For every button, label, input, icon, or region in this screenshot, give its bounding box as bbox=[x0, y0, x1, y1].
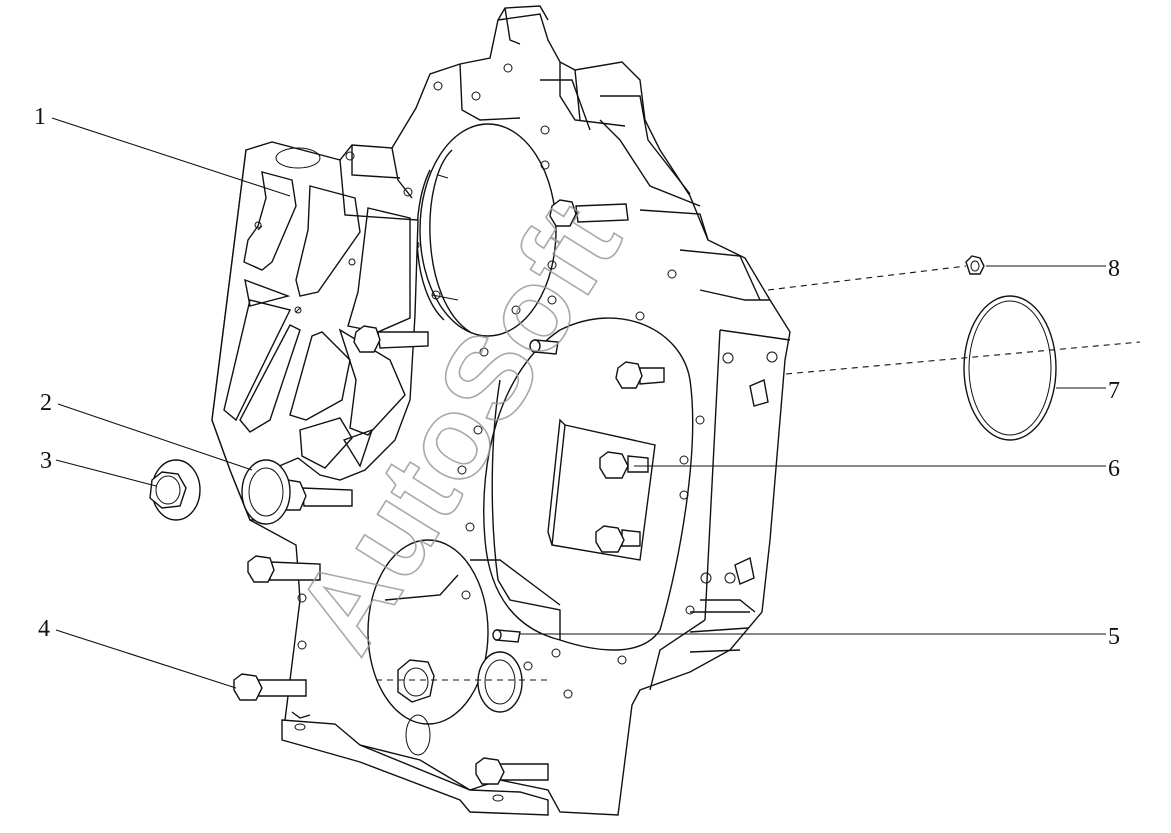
callout-5: 5 bbox=[1108, 624, 1120, 650]
callout-8: 8 bbox=[1108, 256, 1120, 282]
gear-housing bbox=[211, 5, 791, 816]
ribbed-panel bbox=[211, 141, 419, 521]
seal-ring-2 bbox=[241, 459, 291, 525]
callout-labels: 1 2 3 4 5 6 7 8 bbox=[34, 104, 1120, 650]
leader-lines bbox=[51, 117, 1106, 689]
flange-bolts bbox=[233, 199, 665, 785]
nut-8 bbox=[965, 255, 985, 275]
o-ring-7 bbox=[963, 295, 1057, 441]
plug-3 bbox=[149, 459, 201, 521]
callout-3: 3 bbox=[40, 448, 52, 474]
callout-7: 7 bbox=[1108, 378, 1120, 404]
callout-2: 2 bbox=[40, 390, 52, 416]
callout-6: 6 bbox=[1108, 456, 1120, 482]
callout-4: 4 bbox=[38, 616, 50, 642]
seal-ring-lower bbox=[477, 651, 523, 713]
callout-1: 1 bbox=[34, 104, 46, 130]
center-lines bbox=[376, 265, 1141, 681]
mounting-holes bbox=[297, 63, 778, 699]
